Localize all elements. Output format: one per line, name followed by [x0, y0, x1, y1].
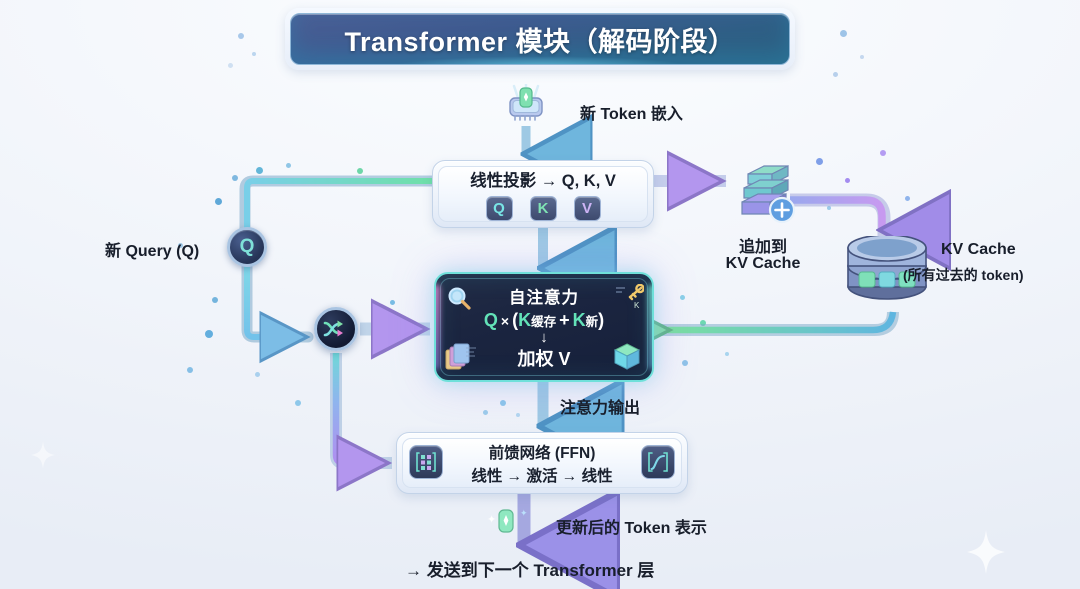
formula-down-arrow: ↓	[540, 328, 548, 346]
magnifier-icon	[448, 287, 471, 310]
next-layer-label: → 发送到下一个 Transformer 层	[405, 561, 655, 580]
documents-icon	[445, 343, 476, 370]
ffn-subtitle: 线性 → 激活 → 线性	[471, 467, 613, 485]
page-title: Transformer 模块（解码阶段）	[344, 26, 736, 57]
decorative-dot	[255, 372, 260, 377]
decorative-dot	[178, 243, 183, 248]
kv-cache-label: KV Cache	[941, 241, 1016, 258]
badge-k: K	[529, 196, 557, 221]
decorative-dot	[238, 33, 244, 39]
decorative-dot	[405, 330, 409, 334]
decorative-dot	[256, 167, 263, 174]
decorative-dot	[500, 400, 506, 406]
query-node-letter: Q	[239, 236, 255, 257]
title-card: Transformer 模块（解码阶段）	[285, 8, 795, 70]
sparkle-icon: ✦	[487, 514, 497, 526]
decorative-dot	[286, 163, 291, 168]
attention-glow-right	[648, 284, 652, 370]
background-sparkle-icon	[967, 530, 1005, 574]
attention-glow-left	[436, 284, 440, 370]
linear-projection-title: 线性投影 → Q, K, V	[470, 172, 616, 190]
decorative-dot	[905, 196, 910, 201]
decorative-dot	[860, 55, 864, 59]
cube-icon	[613, 343, 641, 370]
stacked-blocks-plus-icon	[730, 160, 802, 230]
updated-token-label: 更新后的 Token 表示	[556, 520, 707, 537]
title-box: Transformer 模块（解码阶段）	[290, 13, 790, 65]
formula-times: ×	[500, 312, 510, 329]
matrix-icon	[409, 445, 443, 479]
kv-cache-sublabel: (所有过去的 token)	[903, 267, 1024, 283]
new-query-label: 新 Query (Q)	[105, 243, 200, 260]
linear-projection-box[interactable]: 线性投影 → Q, K, V Q K V	[432, 160, 654, 228]
append-label-line2: KV Cache	[725, 255, 801, 272]
decorative-dot	[390, 300, 395, 305]
decorative-dot	[682, 360, 688, 366]
decorative-dot	[205, 330, 213, 338]
decorative-dot	[516, 413, 520, 417]
decorative-dot	[187, 367, 193, 373]
formula-open-paren: (	[512, 309, 519, 330]
shuffle-merge-icon[interactable]	[314, 307, 358, 351]
formula-k-cache: K	[518, 309, 532, 330]
decorative-dot	[880, 150, 886, 156]
decorative-dot	[680, 295, 685, 300]
badge-q: Q	[485, 196, 513, 221]
key-icon: K	[616, 284, 644, 310]
formula-q: Q	[483, 309, 498, 330]
decorative-dot	[816, 158, 823, 165]
attention-output-label: 注意力输出	[560, 400, 641, 417]
self-attention-box[interactable]: K 自注意力 Q×(K缓存+K新) ↓ 加权 V	[434, 272, 654, 382]
formula-sub-new: 新	[585, 314, 599, 329]
database-icon[interactable]	[845, 234, 929, 312]
decorative-dot	[483, 410, 488, 415]
decorative-dot	[833, 72, 838, 77]
append-label-line1: 追加到	[738, 239, 787, 256]
background-sparkle-icon	[31, 441, 55, 469]
attention-output-value: 加权 V	[517, 348, 571, 369]
decorative-dot	[700, 320, 706, 326]
formula-k-new: K	[572, 309, 586, 330]
decorative-dot	[845, 178, 850, 183]
activation-curve-icon	[641, 445, 675, 479]
decorative-dot	[827, 206, 831, 210]
decorative-dot	[725, 352, 729, 356]
decorative-dot	[212, 297, 218, 303]
ffn-box[interactable]: 前馈网络 (FFN) 线性 → 激活 → 线性	[396, 432, 688, 494]
ffn-title: 前馈网络 (FFN)	[488, 444, 596, 462]
attention-formula: Q×(K缓存+K新)	[484, 310, 604, 331]
decorative-dot	[357, 168, 363, 174]
qkv-badge-row: Q K V	[485, 196, 601, 221]
chip-icon	[504, 82, 548, 126]
decorative-dot	[840, 30, 847, 37]
formula-sub-cache: 缓存	[531, 314, 557, 329]
decorative-dot	[228, 63, 233, 68]
svg-text:K: K	[634, 301, 640, 310]
decorative-dot	[215, 198, 222, 205]
token-card-icon	[496, 508, 516, 534]
formula-plus: +	[559, 309, 570, 330]
query-node-badge[interactable]: Q	[227, 227, 267, 267]
decorative-dot	[252, 52, 256, 56]
decorative-dot	[295, 400, 301, 406]
attention-title: 自注意力	[509, 288, 579, 307]
decorative-dot	[232, 175, 238, 181]
sparkle-icon: ✦	[520, 508, 528, 518]
badge-v: V	[573, 196, 601, 221]
token-embed-label: 新 Token 嵌入	[580, 106, 683, 123]
formula-close-paren: )	[598, 309, 605, 330]
